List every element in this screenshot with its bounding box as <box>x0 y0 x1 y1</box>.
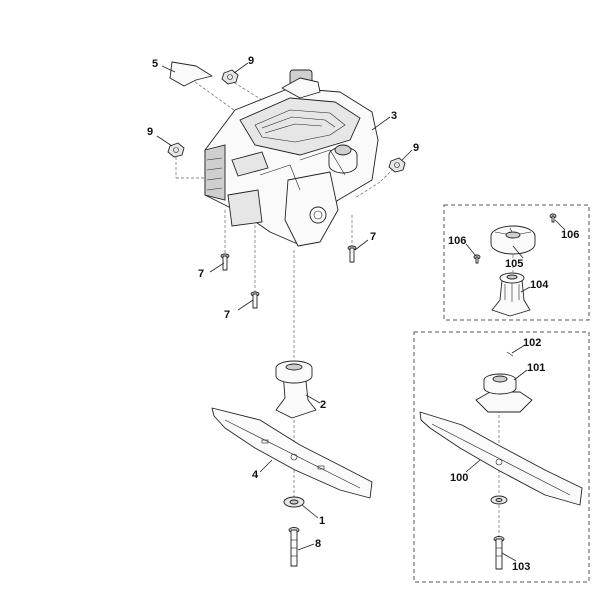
label-engine: 3 <box>391 110 397 122</box>
washer <box>283 496 305 508</box>
bolt-right <box>347 245 357 263</box>
label-nut-top: 9 <box>248 55 254 67</box>
blade-adapter <box>275 360 317 419</box>
label-kit-b-adapter: 101 <box>527 362 545 374</box>
kit-a-adapter <box>491 272 531 317</box>
nut-right <box>388 157 406 173</box>
kit-a-screw-right <box>549 213 557 223</box>
bolt-left-lower <box>250 291 260 309</box>
label-bolt-left-lower: 7 <box>224 309 230 321</box>
label-bolt-right: 7 <box>370 231 376 243</box>
label-blade-adapter: 2 <box>320 399 326 411</box>
bolt-left-upper <box>220 253 230 271</box>
label-kit-b-blade: 100 <box>450 472 468 484</box>
kit-box-b <box>413 331 590 583</box>
label-kit-b-pin: 102 <box>523 337 541 349</box>
kit-box-a <box>443 204 590 321</box>
label-decal: 5 <box>152 58 158 70</box>
kit-a-screw-left <box>473 254 481 264</box>
label-nut-left: 9 <box>147 126 153 138</box>
nut-left <box>167 142 185 158</box>
kit-b-pin <box>506 351 514 357</box>
kit-a-fan <box>490 225 536 255</box>
label-kit-b-bolt: 103 <box>512 561 530 573</box>
leader-lines <box>156 62 566 562</box>
kit-b-blade <box>419 411 583 506</box>
label-blade-bolt: 8 <box>315 538 321 550</box>
label-kit-a-fan: 105 <box>505 258 523 270</box>
decal <box>169 61 213 87</box>
label-nut-right: 9 <box>413 142 419 154</box>
label-kit-a-screw-right: 106 <box>561 229 579 241</box>
part-labels: 3 5 9 9 9 7 7 7 2 4 1 8 106 106 105 104 … <box>147 55 579 573</box>
blade <box>211 407 373 499</box>
nut-top <box>221 69 239 85</box>
label-kit-a-adapter: 104 <box>530 279 549 291</box>
engine <box>204 69 379 247</box>
label-washer: 1 <box>319 515 325 527</box>
label-blade: 4 <box>252 469 259 481</box>
blade-bolt <box>288 527 300 567</box>
kit-b-washer <box>490 495 508 505</box>
label-kit-a-screw-left: 106 <box>448 235 466 247</box>
kit-b-adapter <box>475 373 533 413</box>
label-bolt-left-upper: 7 <box>198 268 204 280</box>
kit-b-bolt <box>493 536 505 570</box>
